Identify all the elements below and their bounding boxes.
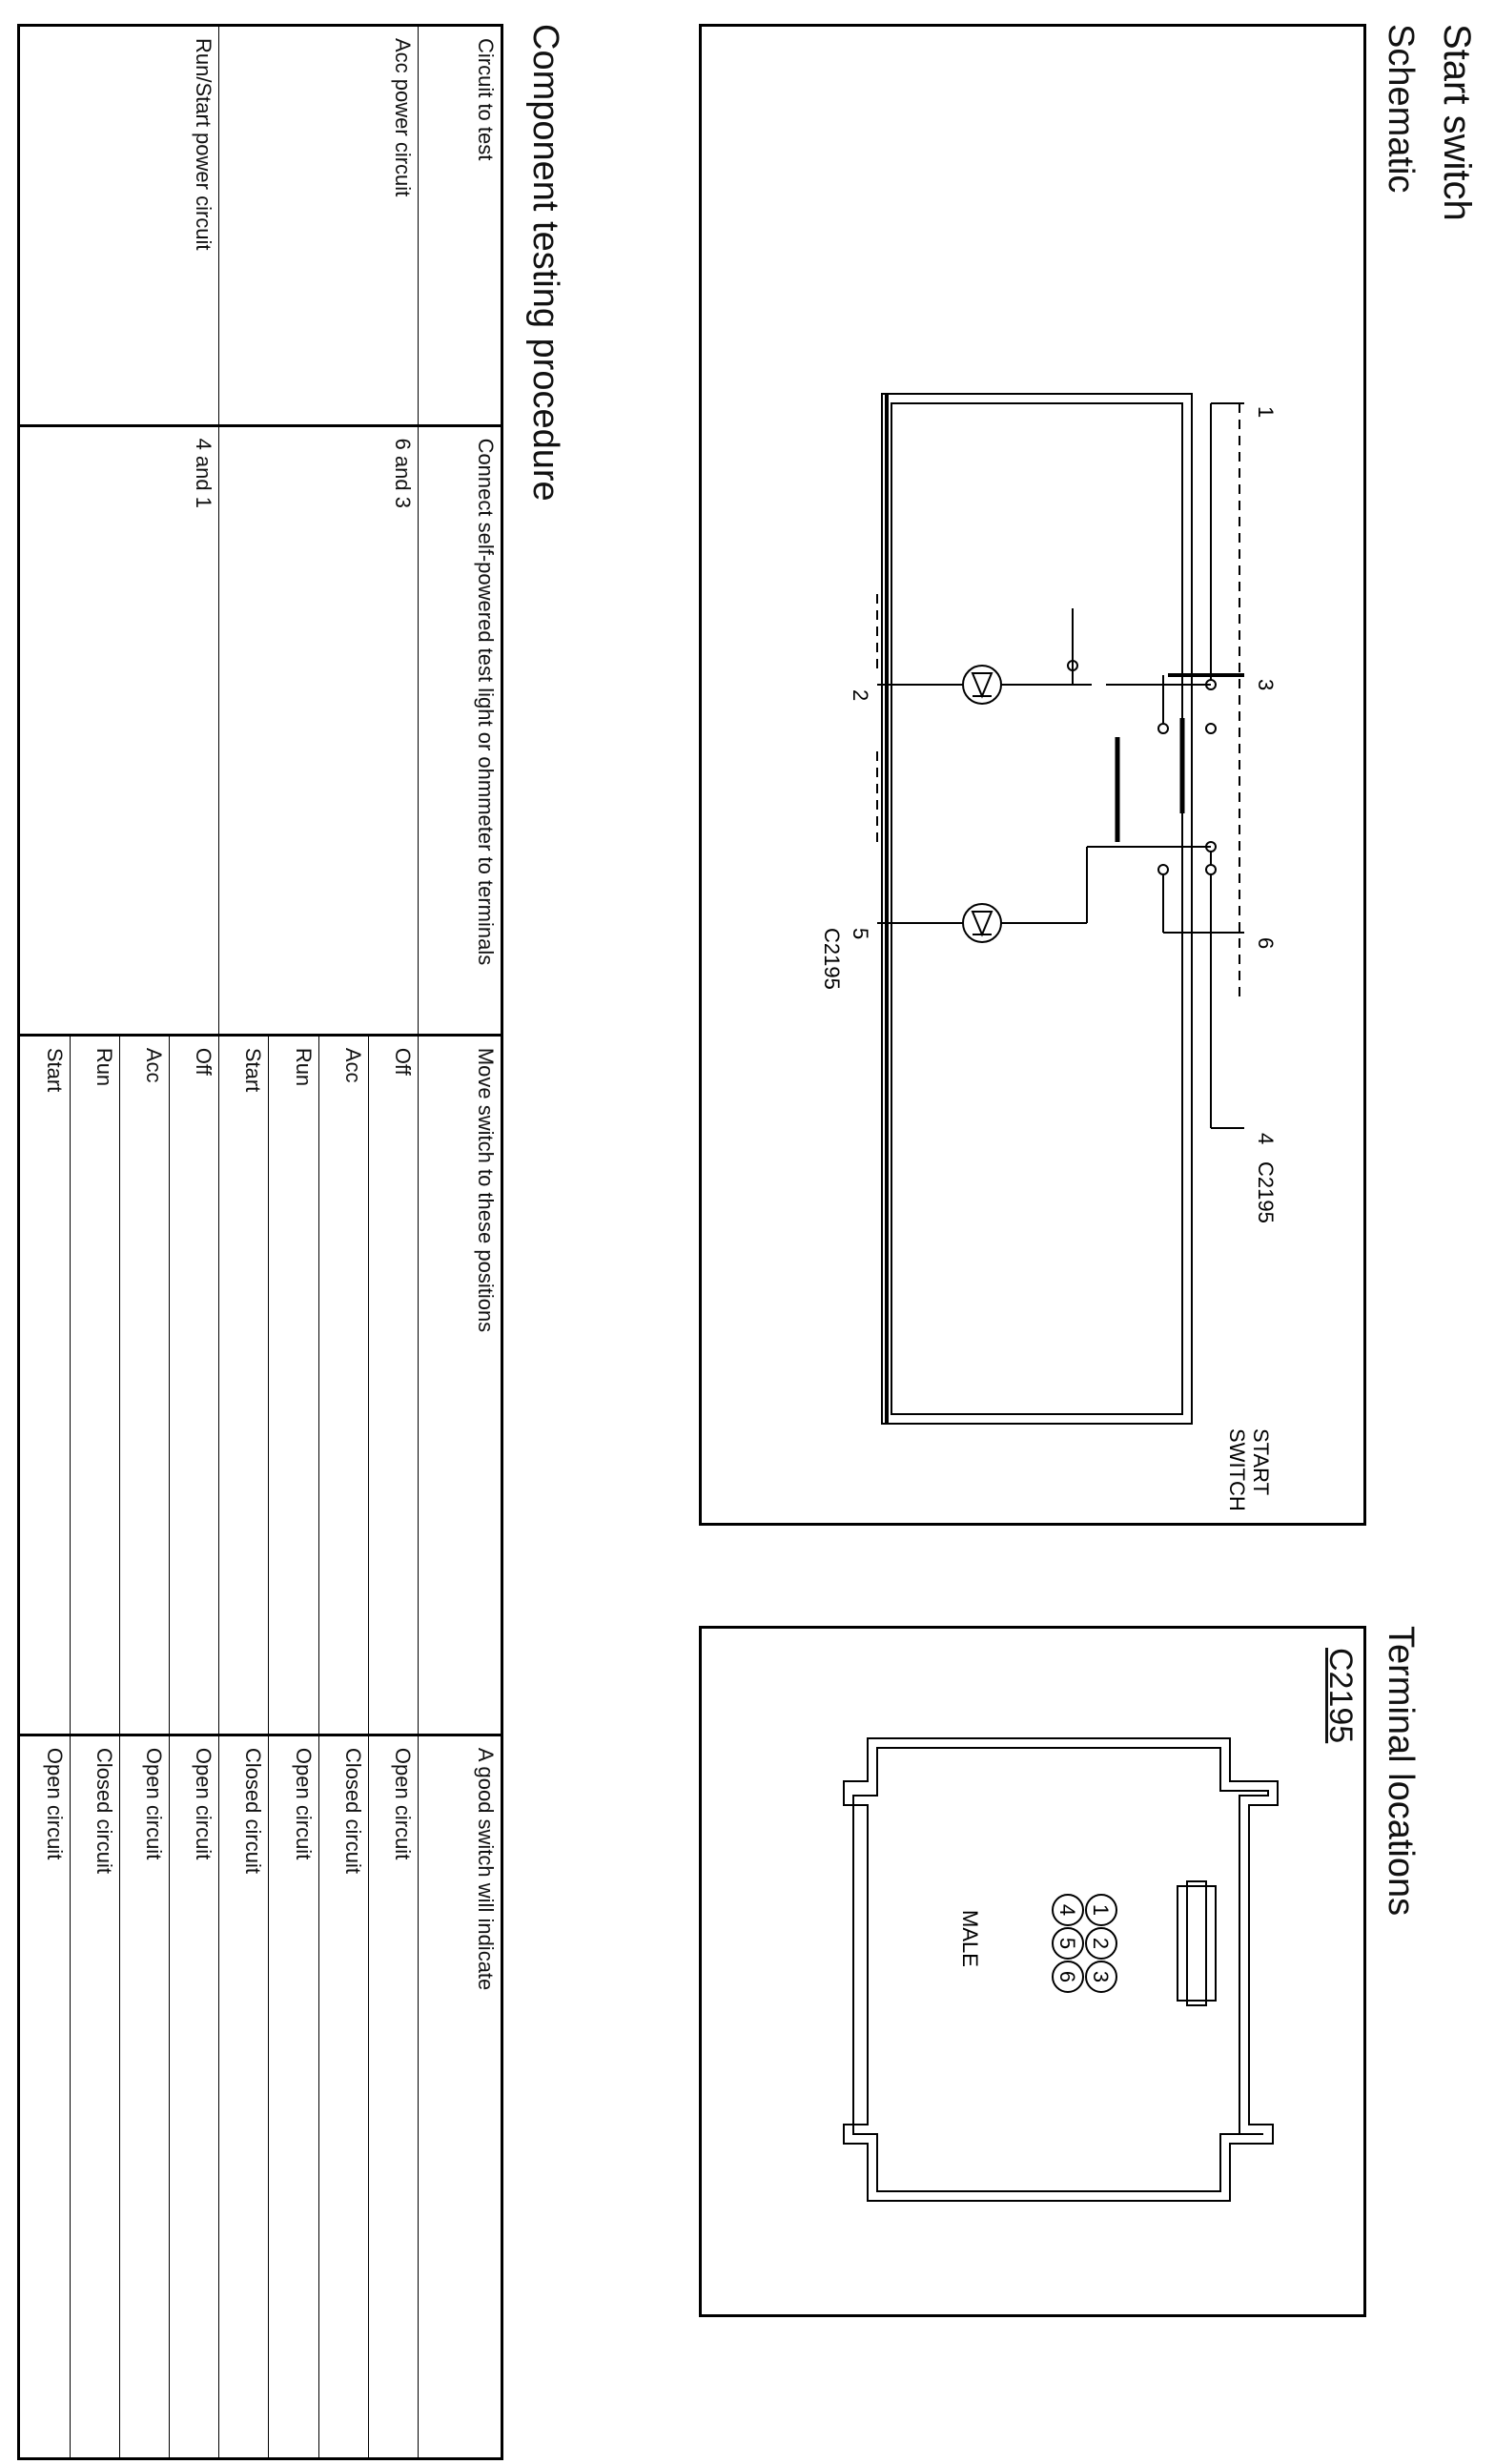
- connector-face: 1 2 3 4 5 6 MALE: [843, 1737, 1279, 2202]
- schematic-heading: Schematic: [1381, 24, 1421, 194]
- cell-circuit: Run/Start power circuit: [18, 25, 219, 426]
- svg-text:3: 3: [1089, 1971, 1113, 1982]
- cell-result: Open circuit: [169, 1735, 219, 2459]
- cell-position: Off: [169, 1035, 219, 1735]
- terminal-pin: 2: [1085, 1927, 1117, 1960]
- cell-circuit: Acc power circuit: [218, 25, 419, 426]
- svg-text:6: 6: [1055, 1971, 1079, 1982]
- pin-label: 6: [1254, 937, 1278, 949]
- connector-id: C2195: [1322, 1648, 1359, 1744]
- svg-text:4: 4: [1055, 1904, 1079, 1916]
- pin-label: 2: [849, 689, 872, 701]
- pin-label: 4: [1254, 1133, 1278, 1144]
- switch-label: SWITCH: [1225, 1428, 1249, 1511]
- page-title: Start switch: [1436, 24, 1478, 221]
- procedure-heading: Component testing procedure: [525, 24, 565, 502]
- cell-terminals: 4 and 1: [18, 425, 219, 1036]
- terminal-panel: C2195 1 2 3 4: [699, 1626, 1366, 2317]
- terminal-heading: Terminal locations: [1381, 1626, 1421, 1917]
- terminal-pin: 4: [1052, 1894, 1084, 1926]
- table-row: Acc power circuit 6 and 3 Off Open circu…: [218, 25, 419, 2459]
- terminal-pin: 1: [1085, 1894, 1117, 1926]
- table-row: Run/Start power circuit 4 and 1 Off Open…: [18, 25, 219, 2459]
- pin-label: 5: [849, 928, 872, 939]
- terminal-pin: 3: [1085, 1961, 1117, 1993]
- cell-result: Open circuit: [18, 1735, 71, 2459]
- terminal-pin: 6: [1052, 1961, 1084, 1993]
- cell-position: Start: [218, 1035, 269, 1735]
- schematic-diagram: 1 3 6 4 C2195 START SWITCH 2 5 C2195: [820, 393, 1278, 1511]
- svg-text:1: 1: [1089, 1904, 1113, 1916]
- cell-position: Run: [268, 1035, 319, 1735]
- switch-label: START: [1249, 1428, 1273, 1495]
- cell-position: Run: [70, 1035, 120, 1735]
- cell-result: Open circuit: [368, 1735, 419, 2459]
- header-move: Move switch to these positions: [418, 1035, 502, 1735]
- lamp-icon: [962, 665, 1002, 705]
- cell-result: Open circuit: [268, 1735, 319, 2459]
- svg-text:2: 2: [1089, 1938, 1113, 1949]
- cell-position: Acc: [318, 1035, 369, 1735]
- header-circuit: Circuit to test: [418, 25, 502, 426]
- cell-result: Closed circuit: [70, 1735, 120, 2459]
- pin-label: 1: [1254, 406, 1278, 418]
- svg-text:5: 5: [1055, 1938, 1079, 1949]
- lamp-icon: [962, 903, 1002, 943]
- connector-label-top: C2195: [1254, 1161, 1278, 1223]
- header-connect: Connect self-powered test light or ohmme…: [418, 425, 502, 1036]
- pin-label: 3: [1254, 679, 1278, 690]
- gender-label: MALE: [958, 1910, 982, 1967]
- cell-result: Closed circuit: [218, 1735, 269, 2459]
- header-result: A good switch will indicate: [418, 1735, 502, 2459]
- cell-position: Off: [368, 1035, 419, 1735]
- cell-result: Open circuit: [119, 1735, 170, 2459]
- procedure-table: Circuit to test Connect self-powered tes…: [17, 24, 503, 2460]
- cell-terminals: 6 and 3: [218, 425, 419, 1036]
- table-header-row: Circuit to test Connect self-powered tes…: [418, 25, 502, 2459]
- cell-position: Start: [18, 1035, 71, 1735]
- cell-position: Acc: [119, 1035, 170, 1735]
- connector-label-bottom: C2195: [820, 928, 844, 990]
- terminal-pin: 5: [1052, 1927, 1084, 1960]
- cell-result: Closed circuit: [318, 1735, 369, 2459]
- schematic-panel: 1 3 6 4 C2195 START SWITCH 2 5 C2195: [699, 24, 1366, 1526]
